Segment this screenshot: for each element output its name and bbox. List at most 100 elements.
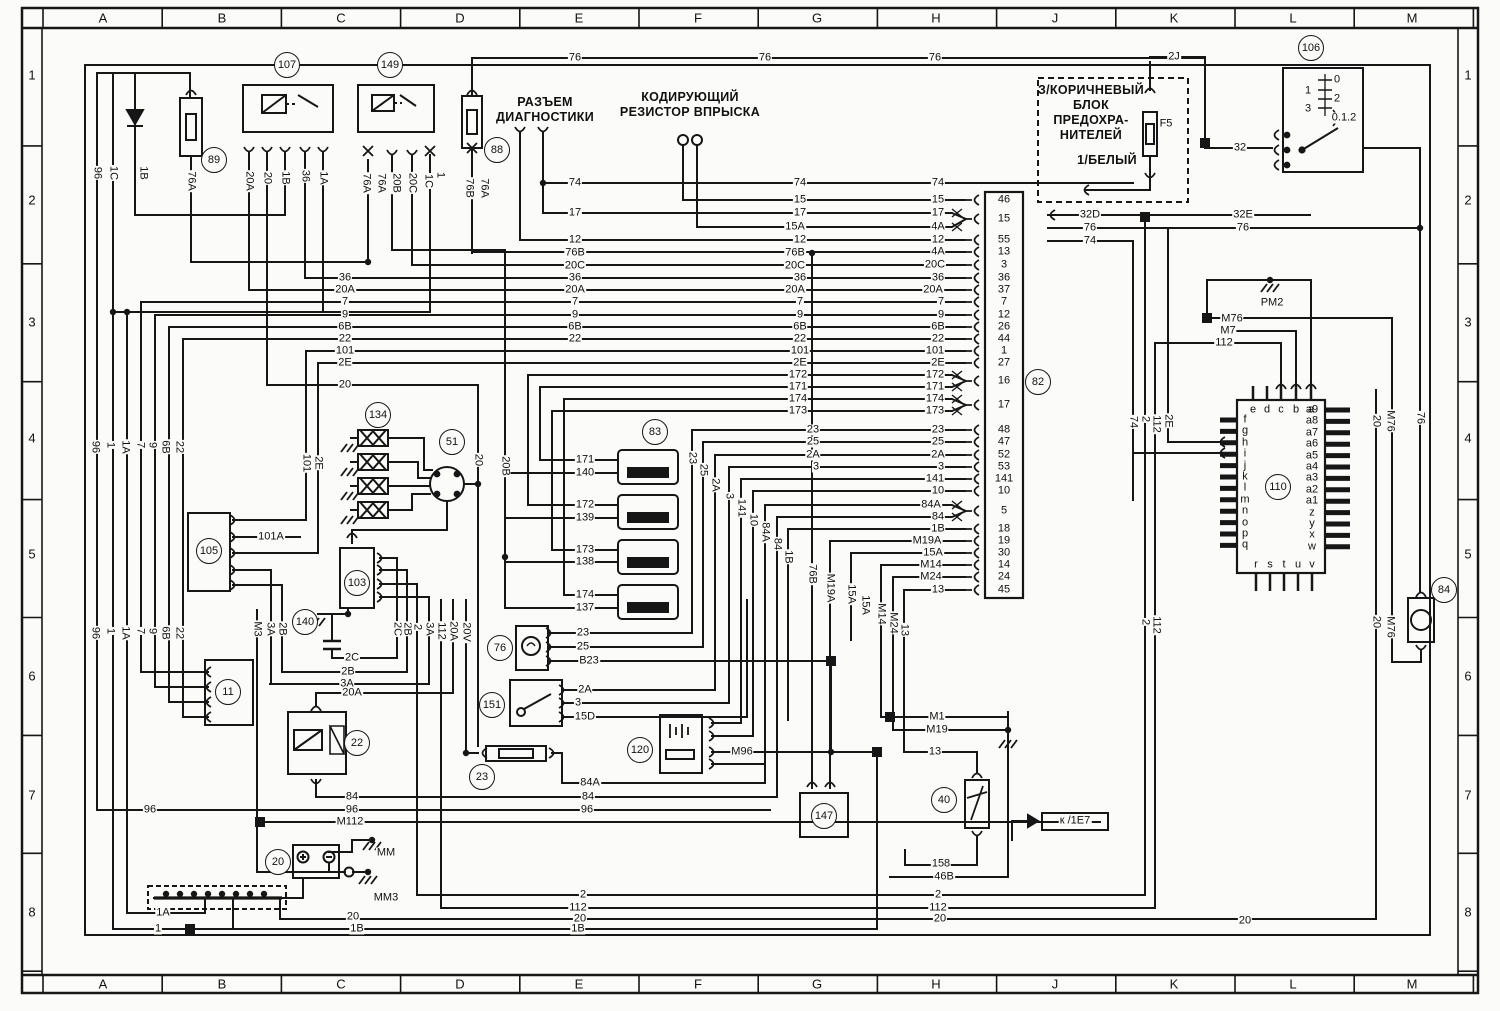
wire-label: 15D <box>573 710 597 723</box>
wire-label: 0 <box>1332 73 1342 86</box>
wire-label: 20 <box>572 912 588 925</box>
grid-col-letter: M <box>1406 10 1418 26</box>
component-badge-140: 140 <box>292 609 318 635</box>
wire-label: 3A <box>339 677 355 690</box>
battery-icon <box>292 844 340 879</box>
wire-label: 32 <box>1232 141 1248 154</box>
wire-label: 6B <box>337 320 353 333</box>
grid-row-number: 6 <box>1464 668 1472 684</box>
wire-label: 15 <box>930 193 946 206</box>
wire-label: 20 <box>472 452 485 468</box>
wire-label: 22 <box>930 332 946 345</box>
wire-label: M96 <box>730 745 754 758</box>
ignition-switch-icon <box>1282 67 1364 173</box>
wire-label: 1A <box>317 170 330 186</box>
grid-col-letter: K <box>1169 976 1179 992</box>
wire-label: 25 <box>805 435 821 448</box>
grid-row-number: 8 <box>28 904 36 920</box>
ecu-pin-d: d <box>1263 403 1271 416</box>
wire-label: 9 <box>340 308 350 321</box>
connector82-pin: 45 <box>997 583 1011 596</box>
component-badge-84: 84 <box>1431 577 1457 603</box>
ground-strap <box>147 885 287 910</box>
wire-label: РЕЗИСТОР ВПРЫСКА <box>619 104 761 119</box>
grid-col-letter: B <box>217 976 227 992</box>
wire-label: 101 <box>924 344 946 357</box>
ecu-pin-a: a <box>1307 403 1315 416</box>
grid-col-letter: M <box>1406 976 1418 992</box>
component-badge-134: 134 <box>365 402 391 428</box>
wire-label: 171 <box>574 453 596 466</box>
valve-icon <box>287 711 347 775</box>
connector82-pin: 7 <box>1000 295 1008 308</box>
ecu-pin-i: i <box>1243 447 1247 460</box>
grid-col-letter: H <box>931 976 941 992</box>
wire-label: 6B <box>159 625 172 641</box>
capacitor-icon <box>323 639 341 651</box>
wire-label: 20A <box>564 283 586 296</box>
wire-label: 3 <box>1303 102 1313 115</box>
ecu-pin-a9: a9 <box>1305 403 1319 416</box>
wire-label: 2 <box>411 622 424 632</box>
wire-label: 20 <box>345 910 361 923</box>
wire-label: 2A <box>930 448 946 461</box>
fuse-box <box>1037 77 1189 203</box>
wire-label: БЛОК <box>1073 97 1109 112</box>
module-11 <box>204 659 254 726</box>
wire-label: M112 <box>335 815 365 828</box>
motor-icon <box>1407 597 1435 643</box>
wire-label: НИТЕЛЕЙ <box>1059 127 1123 142</box>
wire-label: 17 <box>792 206 808 219</box>
wire-label: B23 <box>578 654 600 667</box>
wire-label: 7 <box>134 626 147 636</box>
ecu-pin-a2: a2 <box>1305 483 1319 496</box>
wire-label: 171 <box>787 380 809 393</box>
wire-label: 20 <box>337 378 353 391</box>
connector82-pin: 15 <box>997 212 1011 225</box>
wire-label: 1B <box>137 165 150 181</box>
grid-col-letter: G <box>811 976 823 992</box>
grid-col-letter: J <box>1051 10 1059 26</box>
ecu-pin-a5: a5 <box>1305 449 1319 462</box>
wire-label: 112 <box>1214 336 1234 349</box>
component-badge-20: 20 <box>265 849 291 875</box>
grid-col-letter: A <box>98 976 108 992</box>
grid-row-number: 1 <box>28 67 36 83</box>
wire-label: 15 <box>792 193 808 206</box>
component-badge-88: 88 <box>484 137 510 163</box>
wire-label: 76 <box>567 51 583 64</box>
wire-label: 20A <box>447 620 460 642</box>
connector82-pin: 13 <box>997 245 1011 258</box>
wire-label: ДИАГНОСТИКИ <box>495 109 595 124</box>
module-120 <box>659 714 703 774</box>
relay-icon <box>357 84 435 133</box>
component-badge-103: 103 <box>344 570 370 596</box>
wire-label: 12 <box>930 233 946 246</box>
wire-label: 9 <box>146 440 159 450</box>
grid-row-number: 3 <box>28 314 36 330</box>
connector82-pin: 141 <box>994 472 1014 485</box>
wire-label: 101 <box>789 344 811 357</box>
component-badge-120: 120 <box>627 737 653 763</box>
wire-label: 1 <box>1303 84 1313 97</box>
sensor-icon <box>515 625 549 671</box>
connector82-pin: 48 <box>997 423 1011 436</box>
wire-label: 2B <box>276 621 289 637</box>
grid-col-letter: E <box>574 10 584 26</box>
connector82-pin: 10 <box>997 484 1011 497</box>
wire-label: 101 <box>300 452 313 474</box>
wire-label: 0.1.2 <box>1330 111 1358 124</box>
wire-label: 1/БЕЛЫЙ <box>1077 152 1137 167</box>
wire-label: 1B <box>782 549 795 565</box>
wire-label: КОДИРУЮЩИЙ <box>641 89 739 104</box>
component-badge-76: 76 <box>487 635 513 661</box>
wire-label: 174 <box>787 392 809 405</box>
wire-label: 3 <box>811 460 821 473</box>
ecu-pin-p: p <box>1241 527 1249 540</box>
wire-label: 172 <box>574 498 596 511</box>
goto-box <box>1027 812 1109 831</box>
grid-row-number: 2 <box>28 192 36 208</box>
wire-label: 25 <box>575 640 591 653</box>
ecu-pin-z: z <box>1309 506 1315 519</box>
wire-label: 2E <box>312 455 325 471</box>
